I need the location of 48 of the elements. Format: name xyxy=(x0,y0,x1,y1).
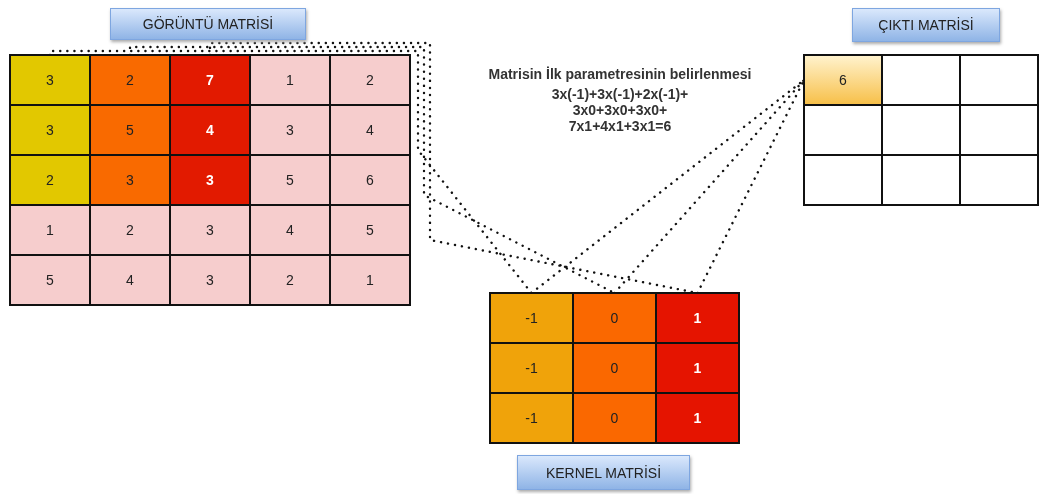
matrix-cell: -1 xyxy=(490,343,573,393)
matrix-cell: 1 xyxy=(656,343,739,393)
matrix-cell: 1 xyxy=(10,205,90,255)
matrix-cell: 3 xyxy=(250,105,330,155)
matrix-cell: 3 xyxy=(10,55,90,105)
matrix-cell: 5 xyxy=(10,255,90,305)
matrix-cell xyxy=(960,155,1038,205)
matrix-cell: 2 xyxy=(10,155,90,205)
matrix-cell: 2 xyxy=(90,55,170,105)
matrix-cell: 2 xyxy=(90,205,170,255)
title-box: KERNEL MATRİSİ xyxy=(517,455,690,490)
matrix-cell xyxy=(804,155,882,205)
matrix-cell xyxy=(960,105,1038,155)
matrix-cell: 7 xyxy=(170,55,250,105)
matrix-cell: 4 xyxy=(170,105,250,155)
matrix-cell: -1 xyxy=(490,393,573,443)
matrix-cell: 3 xyxy=(10,105,90,155)
formula-heading: Matrisin İlk parametresinin belirlenmesi xyxy=(487,66,753,82)
matrix-cell: 0 xyxy=(573,393,656,443)
matrix-cell: 3 xyxy=(90,155,170,205)
matrix-cell: 2 xyxy=(330,55,410,105)
matrix-cell: 5 xyxy=(90,105,170,155)
formula-text: 3x(-1)+3x(-1)+2x(-1)+ 3x0+3x0+3x0+ 7x1+4x1+3x1=6 xyxy=(550,86,690,134)
title-box: ÇIKTI MATRİSİ xyxy=(852,8,1000,42)
matrix-cell: 3 xyxy=(170,255,250,305)
matrix-cell: 5 xyxy=(330,205,410,255)
matrix-cell: 4 xyxy=(90,255,170,305)
matrix-cell: 4 xyxy=(250,205,330,255)
matrix-cell xyxy=(882,55,960,105)
matrix-cell: 2 xyxy=(250,255,330,305)
matrix-cell: 3 xyxy=(170,155,250,205)
matrix-cell: 5 xyxy=(250,155,330,205)
matrix-cell: 4 xyxy=(330,105,410,155)
matrix-cell: 1 xyxy=(656,393,739,443)
matrix-cell: 0 xyxy=(573,343,656,393)
matrix-cell xyxy=(804,105,882,155)
matrix-cell xyxy=(882,155,960,205)
matrix-cell: 1 xyxy=(250,55,330,105)
matrix-cell: 6 xyxy=(330,155,410,205)
matrix-cell: 6 xyxy=(804,55,882,105)
matrix-cell: -1 xyxy=(490,293,573,343)
title-box: GÖRÜNTÜ MATRİSİ xyxy=(110,8,306,40)
matrix-cell: 0 xyxy=(573,293,656,343)
matrix-cell: 1 xyxy=(330,255,410,305)
matrix-cell: 1 xyxy=(656,293,739,343)
matrix-cell xyxy=(960,55,1038,105)
matrix-cell xyxy=(882,105,960,155)
matrix-cell: 3 xyxy=(170,205,250,255)
